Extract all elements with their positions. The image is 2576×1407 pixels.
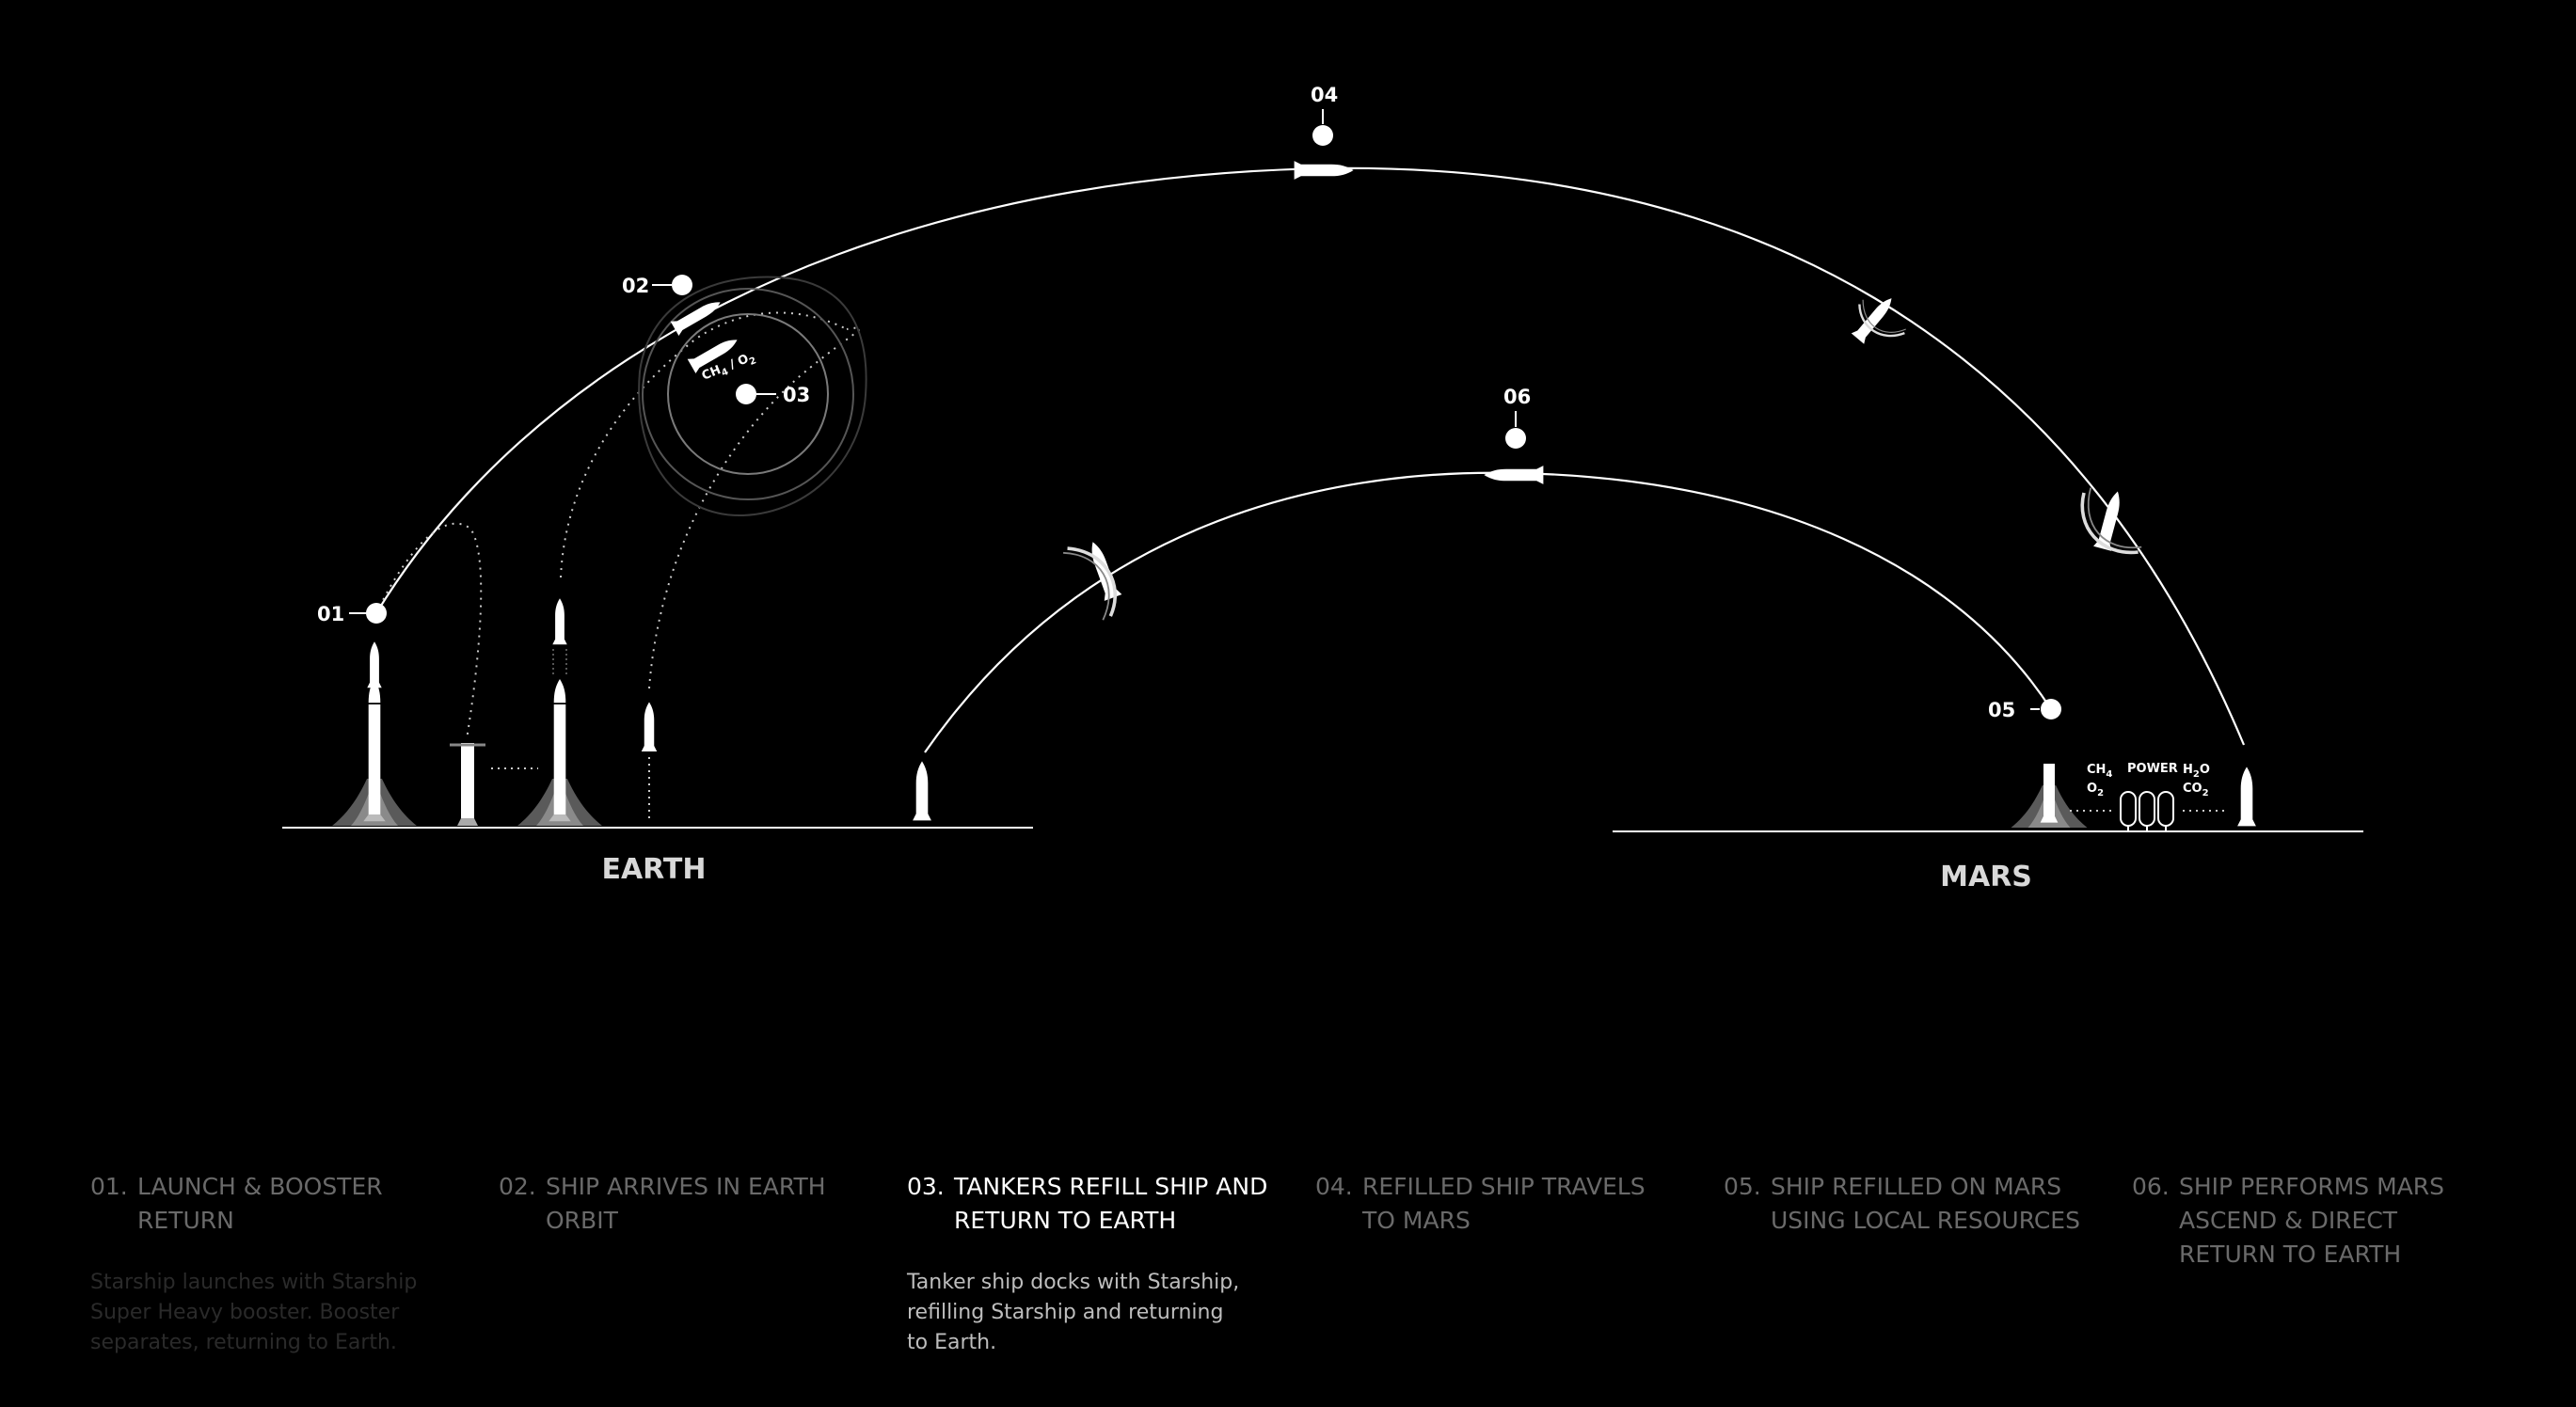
mars-label: MARS [1940, 861, 2032, 893]
step-06[interactable]: 06. SHIP PERFORMS MARS ASCEND & DIRECT R… [2132, 1170, 2499, 1302]
step-01-title: LAUNCH & BOOSTER RETURN [137, 1173, 383, 1234]
resource-h2o: H2O [2183, 763, 2210, 780]
ship-departing-mars [2237, 767, 2256, 827]
mission-steps: 01. LAUNCH & BOOSTER RETURN Starship lau… [90, 1170, 2536, 1377]
marker-05-label: 05 [1988, 699, 2015, 721]
marker-06: 06 [1503, 386, 1531, 449]
step-04[interactable]: 04. REFILLED SHIP TRAVELS TO MARS [1315, 1170, 1682, 1268]
returned-ship-earth [913, 761, 931, 821]
resource-power: POWER [2127, 762, 2178, 776]
launch-stack-2 [517, 598, 602, 826]
resource-ch4: CH4 [2087, 763, 2112, 780]
ship-earth-entry [1051, 538, 1124, 624]
step-06-header: 06. SHIP PERFORMS MARS ASCEND & DIRECT R… [2132, 1170, 2499, 1272]
launch-stack-1 [332, 641, 417, 826]
step-05-number: 05. [1724, 1173, 1761, 1200]
return-trajectory [924, 471, 2052, 753]
step-02-header: 02. SHIP ARRIVES IN EARTH ORBIT [499, 1170, 866, 1238]
step-04-title: REFILLED SHIP TRAVELS TO MARS [1362, 1173, 1646, 1234]
marker-03: 03 [736, 384, 810, 406]
marker-03-label: 03 [783, 384, 810, 406]
outbound-trajectory [375, 166, 2246, 746]
step-05[interactable]: 05. SHIP REFILLED ON MARS USING LOCAL RE… [1724, 1170, 2091, 1268]
step-02[interactable]: 02. SHIP ARRIVES IN EARTH ORBIT [499, 1170, 866, 1268]
step-01[interactable]: 01. LAUNCH & BOOSTER RETURN Starship lau… [90, 1170, 457, 1358]
step-03-number: 03. [907, 1173, 945, 1200]
ship-transit-04 [1294, 161, 1354, 180]
tanker-ascent-path-2 [648, 326, 861, 689]
ship-mars-entry-2 [2080, 485, 2143, 555]
ship-on-mars-05 [2011, 764, 2088, 828]
marker-06-label: 06 [1503, 386, 1531, 408]
step-03-description: Tanker ship docks with Starship, refilli… [907, 1271, 1240, 1354]
resource-o2: O2 [2087, 782, 2104, 798]
marker-04-label: 04 [1311, 84, 1338, 106]
marker-05: 05 [1988, 699, 2061, 721]
marker-02-label: 02 [622, 275, 649, 297]
step-01-header: 01. LAUNCH & BOOSTER RETURN [90, 1170, 457, 1238]
marker-04: 04 [1311, 84, 1338, 146]
step-03[interactable]: 03. TANKERS REFILL SHIP AND RETURN TO EA… [907, 1170, 1274, 1358]
ship-transit-06 [1484, 466, 1544, 484]
step-04-header: 04. REFILLED SHIP TRAVELS TO MARS [1315, 1170, 1682, 1238]
tanker-ascent-path-1 [560, 311, 848, 578]
booster-landing [450, 743, 485, 826]
marker-02: 02 [622, 275, 692, 297]
step-04-number: 04. [1315, 1173, 1353, 1200]
marker-01: 01 [317, 603, 387, 625]
step-02-number: 02. [499, 1173, 536, 1200]
earth-label: EARTH [601, 853, 706, 886]
earth-orbit-rings [638, 276, 867, 517]
resource-co2: CO2 [2183, 782, 2209, 798]
booster-return-path [375, 522, 483, 740]
step-03-header: 03. TANKERS REFILL SHIP AND RETURN TO EA… [907, 1170, 1274, 1238]
propellant-plant [2120, 791, 2174, 831]
ship-mars-entry-1 [1851, 290, 1908, 344]
step-05-title: SHIP REFILLED ON MARS USING LOCAL RESOUR… [1771, 1173, 2080, 1234]
step-01-number: 01. [90, 1173, 128, 1200]
step-02-title: SHIP ARRIVES IN EARTH ORBIT [546, 1173, 826, 1234]
step-06-title: SHIP PERFORMS MARS ASCEND & DIRECT RETUR… [2179, 1173, 2445, 1268]
step-06-number: 06. [2132, 1173, 2170, 1200]
step-05-header: 05. SHIP REFILLED ON MARS USING LOCAL RE… [1724, 1170, 2091, 1238]
marker-01-label: 01 [317, 603, 344, 625]
step-03-title: TANKERS REFILL SHIP AND RETURN TO EARTH [954, 1173, 1268, 1234]
step-01-description: Starship launches with Starship Super He… [90, 1271, 418, 1354]
tanker-ascending [641, 702, 658, 822]
